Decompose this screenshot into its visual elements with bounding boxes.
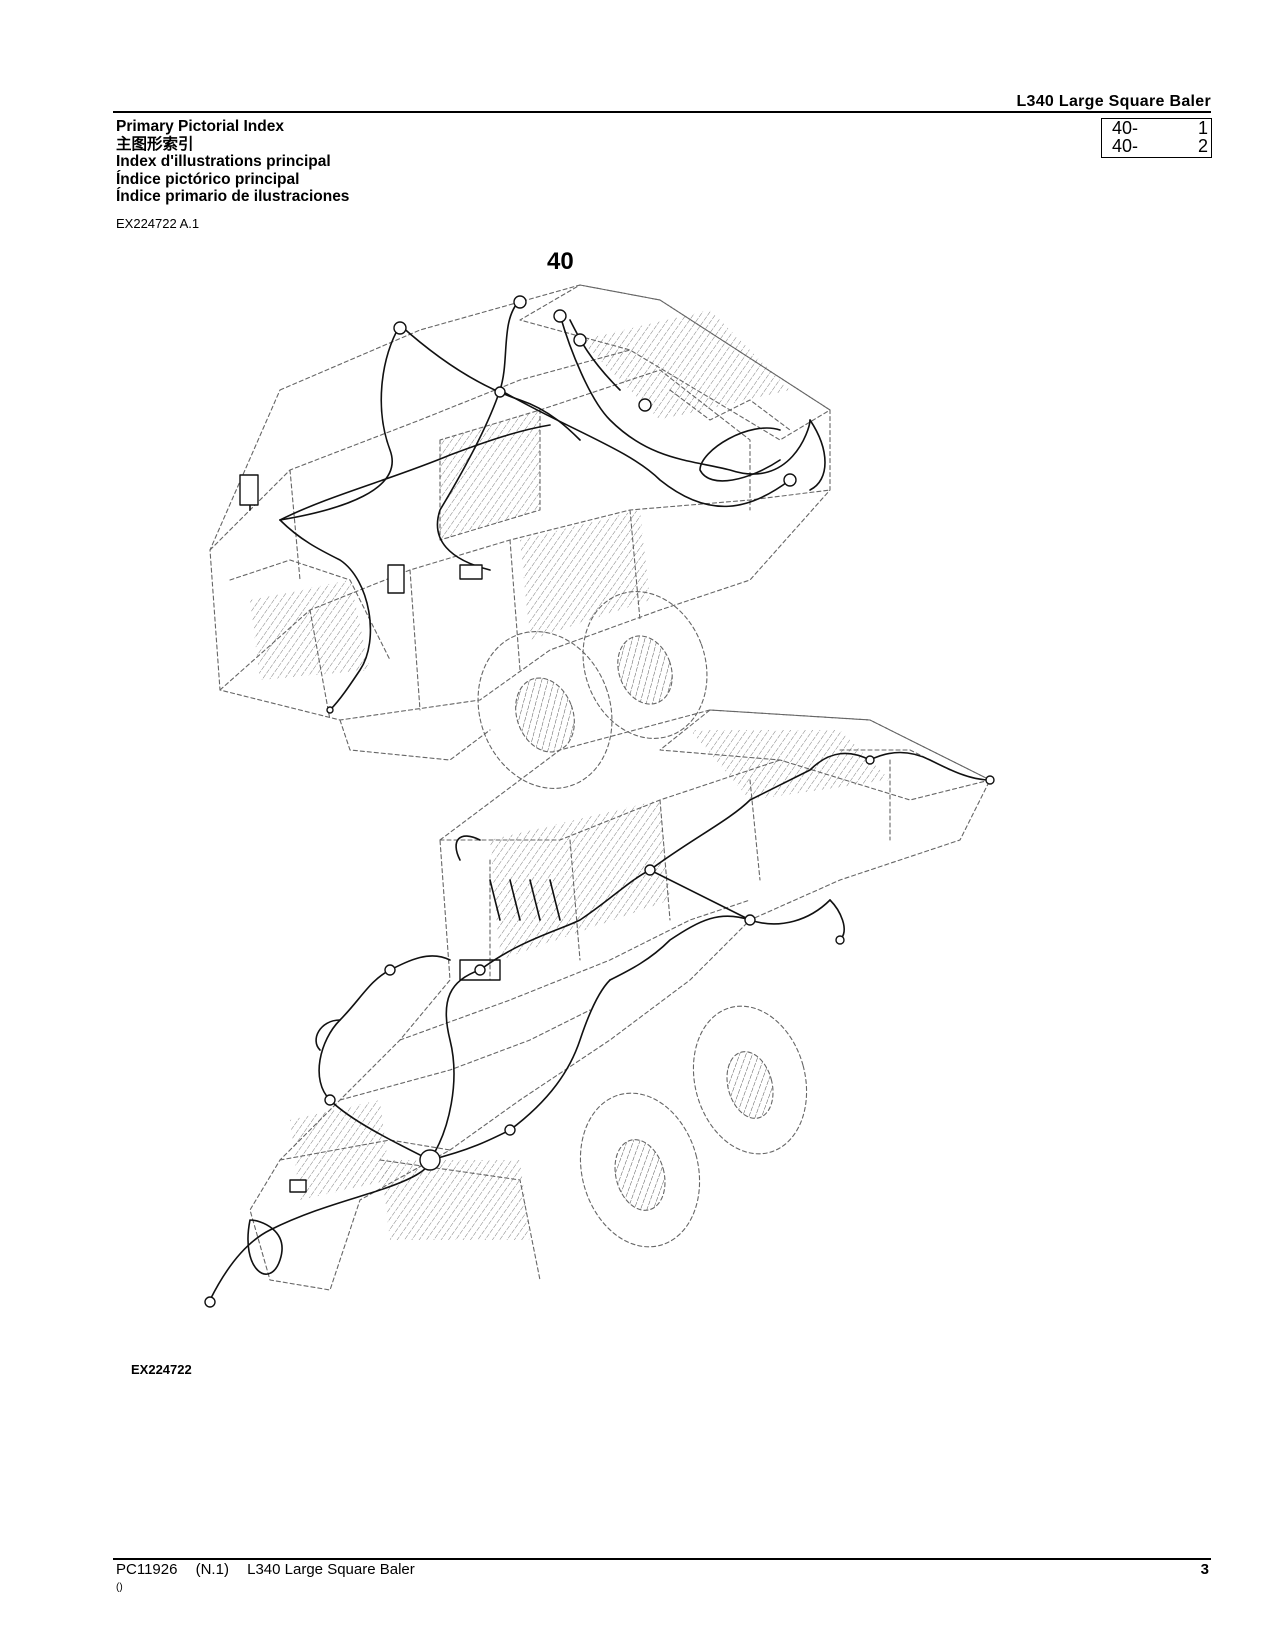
figure-id: EX224722 (131, 1362, 192, 1377)
title-chinese: 主图形索引 (116, 135, 194, 153)
page-number: 3 (1200, 1561, 1209, 1578)
upper-baler-hatching (250, 310, 790, 680)
upper-baler-wheels (477, 591, 708, 789)
lower-baler-hatching (290, 730, 890, 1240)
lower-baler-body (249, 709, 991, 1291)
bottom-rule (113, 1558, 1211, 1560)
lower-harness-connectors (204, 755, 995, 1308)
section-number: 40 (547, 248, 574, 275)
lower-baler-wheels (579, 1005, 808, 1248)
title-english: Primary Pictorial Index (116, 118, 284, 135)
upper-wiring-harness (249, 299, 826, 711)
reference-code: 40- (1112, 118, 1139, 138)
upper-harness-connectors (239, 295, 797, 714)
footer-title: L340 Large Square Baler (247, 1561, 415, 1578)
reference-page: 1 (1197, 118, 1208, 138)
title-spanish: Índice primario de ilustraciones (116, 188, 350, 205)
footer-parentheses: () (116, 1582, 123, 1593)
index-titles: Primary Pictorial Index 主图形索引 Index d'il… (116, 118, 349, 206)
lower-wiring-harness (209, 751, 991, 1301)
document-code: EX224722 A.1 (116, 216, 200, 231)
footer-revision: (N.1) (195, 1561, 229, 1578)
reference-box: 40- 1 40- 2 (1101, 118, 1212, 158)
header-title: L340 Large Square Baler (1016, 93, 1211, 110)
baler-wiring-illustration (204, 284, 995, 1308)
reference-page: 2 (1197, 136, 1208, 156)
reference-code: 40- (1112, 136, 1139, 156)
footer-doc-number: PC11926 (116, 1561, 178, 1578)
reference-row[interactable]: 40- 1 (1102, 119, 1211, 137)
reference-row[interactable]: 40- 2 (1102, 137, 1211, 155)
footer: PC11926 (N.1) L340 Large Square Baler (116, 1561, 429, 1578)
title-portuguese: Índice pictórico principal (116, 170, 300, 188)
top-rule (113, 111, 1211, 113)
title-french: Index d'illustrations principal (116, 153, 331, 170)
